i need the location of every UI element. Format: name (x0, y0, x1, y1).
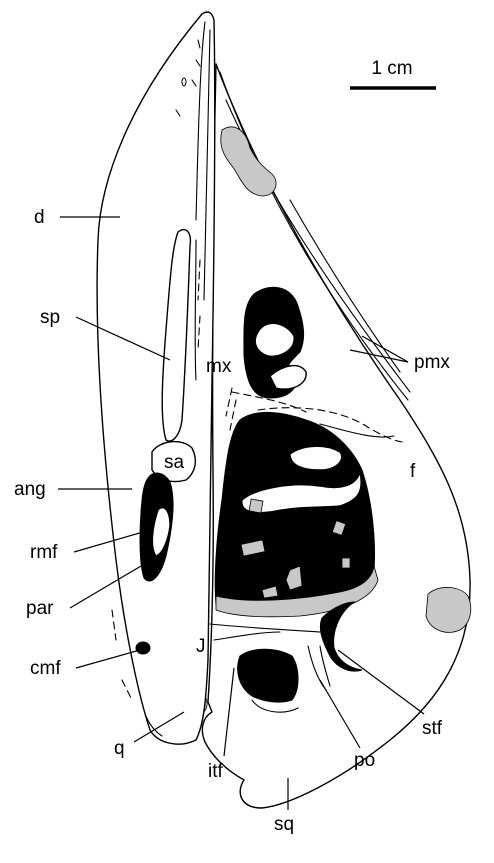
matrix-orbit-5 (342, 558, 350, 568)
naris-inner-bone (255, 323, 294, 356)
leader-cmf (76, 650, 140, 668)
label-cmf: cmf (30, 658, 61, 679)
label-itf: itf (208, 761, 224, 782)
label-ang: ang (14, 479, 46, 500)
orbit-bone-lower (290, 446, 342, 470)
label-po: po (354, 750, 375, 771)
label-sa: sa (164, 452, 185, 473)
matrix-orbit-1 (249, 499, 263, 513)
label-sq: sq (274, 814, 294, 835)
label-mx: mx (206, 356, 232, 377)
label-par: par (26, 598, 54, 619)
label-d: d (34, 207, 45, 228)
label-J: J (196, 636, 206, 657)
scale-bar-label: 1 cm (371, 58, 412, 79)
label-q: q (114, 738, 125, 759)
label-sp: sp (40, 307, 60, 328)
label-pmx: pmx (414, 352, 450, 373)
caudal-mandibular-foramen (136, 642, 150, 654)
label-rmf: rmf (30, 542, 58, 563)
label-f: f (410, 461, 416, 482)
label-stf: stf (422, 718, 443, 739)
matrix-squamosal-patch (426, 587, 471, 632)
